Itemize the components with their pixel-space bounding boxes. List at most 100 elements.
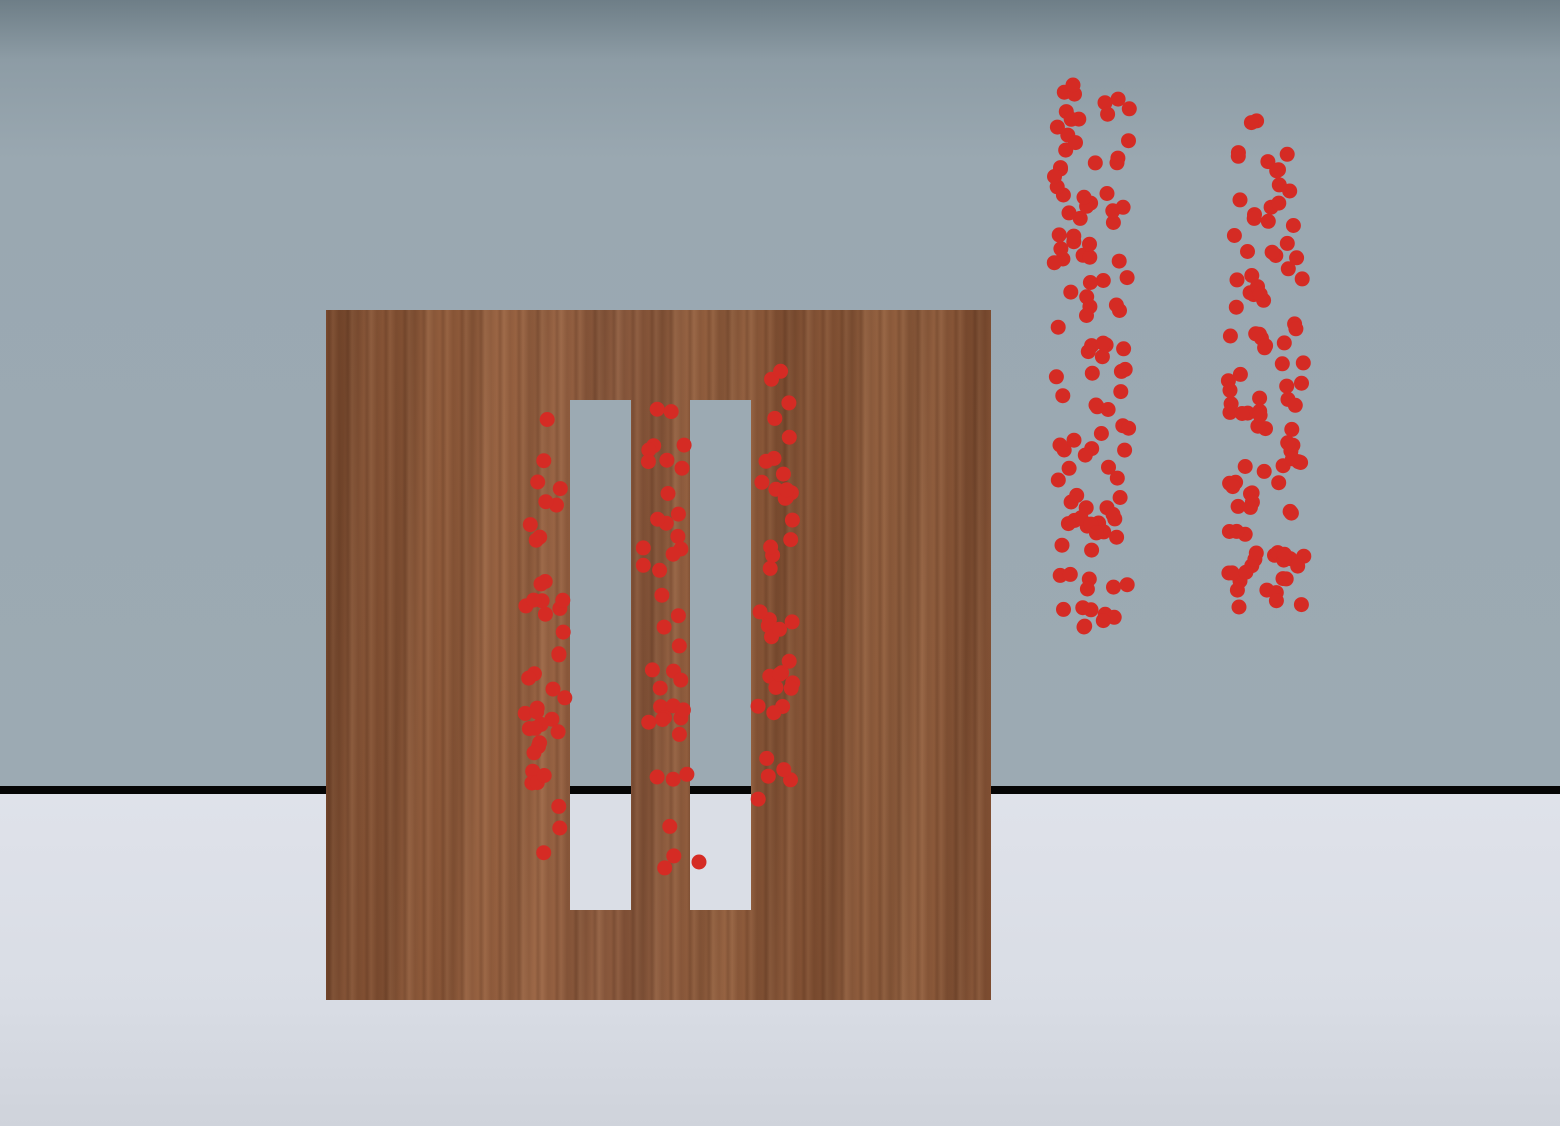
particle-wall-band-right <box>1222 382 1238 398</box>
particle-wall-band-right <box>1243 115 1259 131</box>
particle-left-column <box>526 592 542 608</box>
particle-wall-band-right <box>1284 421 1300 437</box>
particle-right-column <box>758 453 774 469</box>
particle-right-column <box>773 363 789 379</box>
particle-wall-band-left <box>1056 601 1071 617</box>
particle-wall-band-right <box>1232 192 1248 208</box>
particle-wall-band-right <box>1274 356 1290 372</box>
particle-left-column <box>555 624 571 640</box>
particle-wall-band-left <box>1095 613 1111 629</box>
particle-wall-band-left <box>1063 111 1079 127</box>
particle-wall-band-right <box>1256 463 1272 479</box>
particle-middle-column <box>654 587 670 603</box>
particle-wall-band-left <box>1082 249 1098 265</box>
particle-right-column <box>766 705 782 721</box>
particle-wall-band-left <box>1105 203 1121 219</box>
particle-wall-band-left <box>1088 525 1104 541</box>
particle-middle-column <box>665 546 681 562</box>
particle-wall-band-left <box>1121 101 1137 117</box>
particle-wall-band-right <box>1276 546 1292 562</box>
particle-wall-band-right <box>1260 213 1276 229</box>
particle-left-column <box>539 412 555 427</box>
particle-wall-band-right <box>1283 505 1299 521</box>
particle-wall-band-left <box>1108 297 1124 313</box>
particle-wall-band-left <box>1082 275 1098 290</box>
particle-middle-column <box>659 452 675 468</box>
particle-middle-column <box>662 818 678 834</box>
particle-wall-band-left <box>1075 600 1091 616</box>
particle-wall-band-left <box>1050 319 1066 335</box>
particle-wall-band-right <box>1279 235 1295 251</box>
particle-right-column <box>759 750 775 766</box>
particle-wall-band-right <box>1230 148 1246 164</box>
particle-wall-band-left <box>1105 506 1121 522</box>
particle-wall-band-right <box>1248 545 1264 561</box>
particle-wall-band-right <box>1228 299 1244 315</box>
particle-left-column <box>528 532 544 548</box>
particle-left-column <box>545 681 561 697</box>
particle-right-column <box>783 680 799 696</box>
particle-wall-band-right <box>1252 286 1268 302</box>
particle-wall-band-left <box>1121 133 1136 149</box>
particle-wall-band-right <box>1279 146 1295 162</box>
particle-left-column <box>536 768 552 783</box>
particle-wall-band-right <box>1294 375 1309 391</box>
particle-left-column <box>537 606 553 622</box>
particle-wall-band-right <box>1269 163 1285 179</box>
particle-wall-band-left <box>1046 255 1062 271</box>
particle-middle-column <box>674 460 690 476</box>
particle-right-column <box>784 512 800 528</box>
particle-wall-band-left <box>1068 135 1083 151</box>
particle-left-column <box>527 720 543 736</box>
particle-wall-band-right <box>1289 250 1305 266</box>
particle-left-column <box>555 592 571 608</box>
particle-wall-band-left <box>1053 241 1069 257</box>
particle-wall-band-left <box>1105 215 1121 230</box>
particle-left-column <box>533 576 549 592</box>
particle-wall-band-left <box>1077 447 1093 463</box>
particle-wall-band-right <box>1271 177 1287 193</box>
particle-right-column <box>783 532 799 548</box>
particle-middle-column <box>670 608 686 624</box>
particle-stray <box>1231 599 1247 615</box>
particle-middle-column <box>665 771 681 787</box>
particle-wall-band-left <box>1072 210 1088 226</box>
particle-left-column <box>529 704 545 720</box>
particle-left-column <box>538 494 554 510</box>
particle-wall-band-left <box>1109 470 1125 486</box>
particle-middle-column <box>676 437 692 453</box>
particle-right-column <box>781 653 797 669</box>
particle-middle-column <box>655 712 670 727</box>
particle-wall-band-left <box>1097 95 1113 111</box>
particle-middle-column <box>671 726 687 742</box>
particle-middle-column <box>663 404 679 420</box>
particle-left-column <box>536 453 552 469</box>
particle-left-column <box>550 724 566 740</box>
particle-wall-band-right <box>1252 390 1268 406</box>
particle-middle-column <box>670 506 686 522</box>
particle-right-column <box>754 474 770 490</box>
particle-left-column <box>551 798 567 814</box>
particle-wall-band-left <box>1109 155 1125 171</box>
particle-wall-band-right <box>1285 451 1300 467</box>
particle-wall-band-left <box>1093 426 1109 441</box>
particle-wall-band-left <box>1110 91 1126 107</box>
particle-right-column <box>772 666 788 682</box>
particle-wall-band-right <box>1224 565 1240 581</box>
particle-wall-band-right <box>1237 459 1253 474</box>
particle-wall-band-left <box>1084 365 1100 381</box>
particle-wall-band-left <box>1062 566 1078 582</box>
particle-wall-band-left <box>1117 442 1133 458</box>
particle-middle-column <box>641 714 657 730</box>
particle-wall-band-right <box>1258 338 1274 354</box>
particle-middle-column <box>666 848 682 864</box>
particle-wall-band-right <box>1229 272 1245 288</box>
particle-wall-band-right <box>1290 558 1306 574</box>
particle-stray <box>691 854 707 870</box>
particle-right-column <box>760 768 776 784</box>
particle-wall-band-right <box>1244 268 1260 283</box>
particle-middle-column <box>644 662 660 678</box>
particle-middle-column <box>635 540 651 556</box>
particle-wall-band-left <box>1048 369 1064 385</box>
